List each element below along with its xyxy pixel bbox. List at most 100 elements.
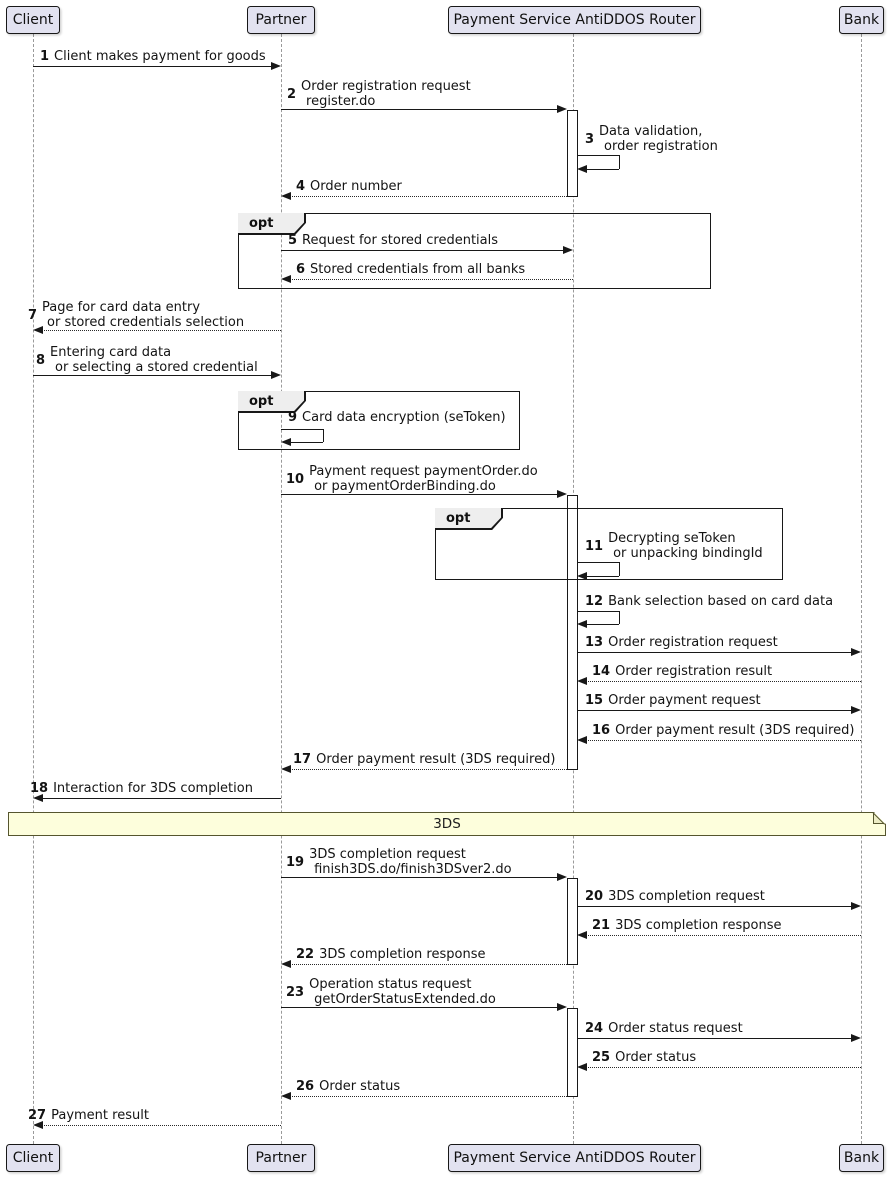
message-number: 9 — [288, 410, 298, 425]
message-25-arrowhead — [577, 1063, 587, 1071]
self-message-3-arrowhead — [577, 165, 587, 173]
message-text: Stored credentials from all banks — [310, 262, 525, 277]
message-14-line — [586, 681, 861, 682]
message-text-line: Client makes payment for goods — [54, 49, 266, 64]
message-text: Order registration request — [608, 635, 778, 650]
message-text-line: Entering card data — [50, 345, 172, 360]
message-number: 26 — [296, 1079, 315, 1094]
message-number: 18 — [30, 781, 49, 796]
message-text: 3DS completion response — [615, 918, 781, 933]
message-21-line — [586, 935, 861, 936]
message-number: 3 — [585, 131, 595, 147]
message-21-arrowhead — [577, 931, 587, 939]
message-text-line: Order registration request — [301, 79, 471, 94]
message-text-line: Order payment result (3DS required) — [615, 723, 855, 738]
message-20-label: 20 3DS completion request — [585, 889, 765, 904]
message-number: 10 — [286, 471, 305, 487]
message-text: Data validation,order registration — [599, 124, 718, 154]
self-message-11-bottom — [586, 576, 619, 577]
message-text: Bank selection based on card data — [608, 594, 833, 609]
lifeline-client — [33, 34, 34, 1144]
self-message-9-arrowhead — [281, 438, 291, 446]
message-text-line: finish3DS.do/finish3DSver2.do — [314, 862, 512, 877]
message-number: 27 — [28, 1108, 47, 1123]
message-text-line: Request for stored credentials — [302, 233, 499, 248]
message-7-line — [42, 330, 281, 331]
message-text-line: Stored credentials from all banks — [310, 262, 526, 277]
message-27-arrowhead — [33, 1121, 43, 1129]
message-1-line — [33, 66, 272, 67]
message-7-arrowhead — [33, 326, 43, 334]
message-24-arrowhead — [851, 1034, 861, 1042]
message-18-arrowhead — [33, 794, 43, 802]
message-text-line: Data validation, — [599, 124, 703, 139]
message-number: 7 — [28, 307, 38, 323]
message-number: 2 — [287, 86, 297, 102]
self-message-3-bottom — [586, 169, 619, 170]
participant-client-top: Client — [6, 6, 60, 34]
message-26-line — [290, 1096, 567, 1097]
message-text-line: Order status — [615, 1050, 697, 1065]
message-20-arrowhead — [851, 902, 861, 910]
message-23-arrowhead — [557, 1003, 567, 1011]
message-text: 3DS completion request — [608, 889, 765, 904]
opt-frame-label: opt — [249, 216, 274, 231]
message-text-line: or unpacking bindingId — [613, 546, 763, 561]
message-number: 1 — [40, 49, 50, 64]
opt-frame — [238, 391, 520, 450]
message-number: 24 — [585, 1021, 604, 1036]
self-message-9-bottom — [290, 442, 323, 443]
message-6-arrowhead — [281, 275, 291, 283]
message-number: 4 — [296, 179, 306, 194]
message-text-line: Order registration request — [608, 635, 778, 650]
participant-antiddos-router-top: Payment Service AntiDDOS Router — [448, 6, 701, 34]
message-22-line — [290, 964, 567, 965]
message-4-line — [290, 196, 567, 197]
message-text: Order registration result — [615, 664, 772, 679]
participant-bank-top: Bank — [839, 6, 884, 34]
message-text: Card data encryption (seToken) — [302, 410, 506, 425]
message-number: 8 — [36, 352, 46, 368]
message-number: 11 — [585, 538, 604, 554]
opt-frame-label: opt — [249, 394, 274, 409]
message-text: Order payment request — [608, 693, 761, 708]
message-26-arrowhead — [281, 1092, 291, 1100]
participant-partner-top: Partner — [247, 6, 315, 34]
message-number: 20 — [585, 889, 604, 904]
message-text-line: Order status — [319, 1079, 401, 1094]
participant-label: Payment Service AntiDDOS Router — [453, 1150, 696, 1166]
message-text-line: Card data encryption (seToken) — [302, 410, 506, 425]
message-number: 5 — [288, 233, 298, 248]
message-text: Client makes payment for goods — [54, 49, 266, 64]
message-22-arrowhead — [281, 960, 291, 968]
divider-label: 3DS — [433, 816, 461, 832]
message-16-line — [586, 740, 861, 741]
participant-partner-bottom: Partner — [247, 1144, 315, 1172]
message-13-arrowhead — [851, 648, 861, 656]
message-text-line: or stored credentials selection — [47, 315, 245, 330]
lifeline-bank — [861, 34, 862, 1144]
message-25-line — [586, 1067, 861, 1068]
self-message-9-side — [323, 429, 324, 442]
message-4-arrowhead — [281, 192, 291, 200]
message-16-arrowhead — [577, 736, 587, 744]
self-message-3-top — [577, 155, 619, 156]
self-message-12-side — [619, 611, 620, 624]
message-15-arrowhead — [851, 706, 861, 714]
